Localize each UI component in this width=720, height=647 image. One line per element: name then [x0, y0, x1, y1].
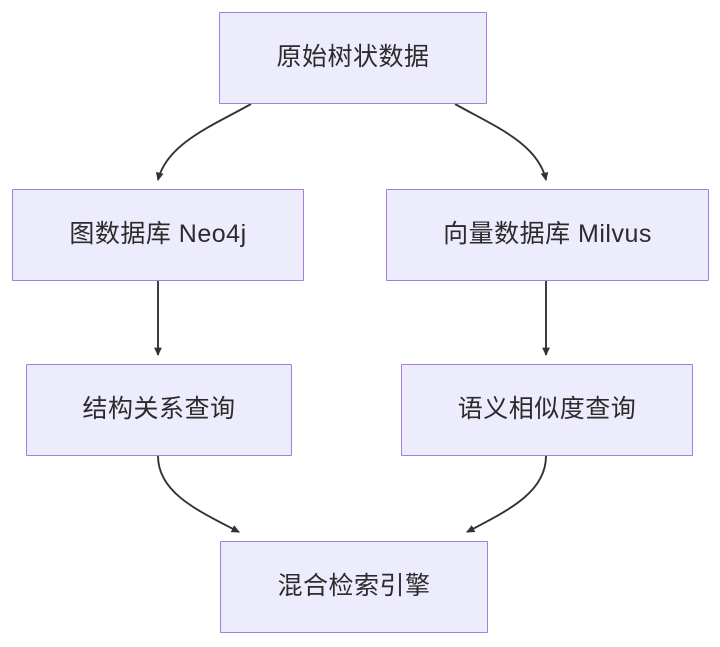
node-structural-query[interactable]: 结构关系查询 — [26, 364, 292, 456]
node-semantic-query-label: 语义相似度查询 — [457, 395, 637, 424]
node-graph-database-label: 图数据库 Neo4j — [69, 220, 247, 249]
node-hybrid-retrieval-engine-label: 混合检索引擎 — [277, 572, 431, 601]
edge-root-to-graphdb — [155, 103, 252, 181]
node-structural-query-label: 结构关系查询 — [82, 395, 236, 424]
node-vector-database-label: 向量数据库 Milvus — [443, 220, 652, 249]
node-hybrid-retrieval-engine[interactable]: 混合检索引擎 — [220, 541, 488, 633]
edge-semquery-to-hybrid — [466, 455, 547, 533]
node-root-data-label: 原始树状数据 — [276, 43, 430, 72]
node-graph-database[interactable]: 图数据库 Neo4j — [12, 189, 304, 281]
edge-root-to-vectordb — [454, 103, 549, 181]
node-vector-database[interactable]: 向量数据库 Milvus — [386, 189, 709, 281]
node-root-data[interactable]: 原始树状数据 — [219, 12, 487, 104]
node-semantic-query[interactable]: 语义相似度查询 — [401, 364, 693, 456]
edge-structquery-to-hybrid — [157, 455, 240, 533]
